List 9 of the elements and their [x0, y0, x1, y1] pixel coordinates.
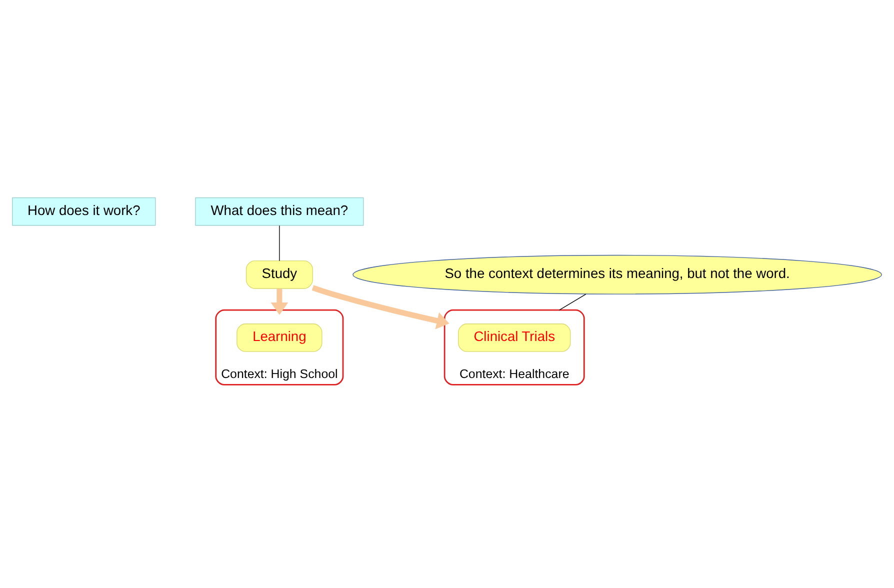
node-box: What does this mean?	[195, 197, 364, 226]
node-box: Study	[246, 260, 313, 289]
node-ellipse: So the context determines its meaning, but not the word.	[352, 254, 882, 294]
arrow	[312, 285, 450, 330]
connector	[279, 225, 280, 262]
node-box: Learning	[236, 324, 322, 352]
node-box: How does it work?	[12, 197, 156, 226]
arrow	[270, 288, 288, 315]
node-box: Clinical Trials	[458, 324, 571, 352]
